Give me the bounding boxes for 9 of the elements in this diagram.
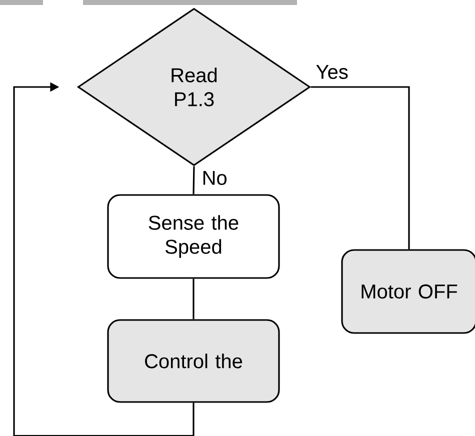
connector-line: [192, 166, 195, 194]
process-box: Motor OFF: [341, 249, 475, 334]
arrow: [13, 82, 194, 436]
edge-label: Yes: [314, 64, 350, 80]
edge-label: No: [200, 170, 228, 186]
connector-line: [310, 86, 410, 250]
connector-line: [192, 278, 194, 320]
process-box: Sense the Speed: [107, 194, 280, 279]
process-box: Control the: [107, 319, 280, 403]
